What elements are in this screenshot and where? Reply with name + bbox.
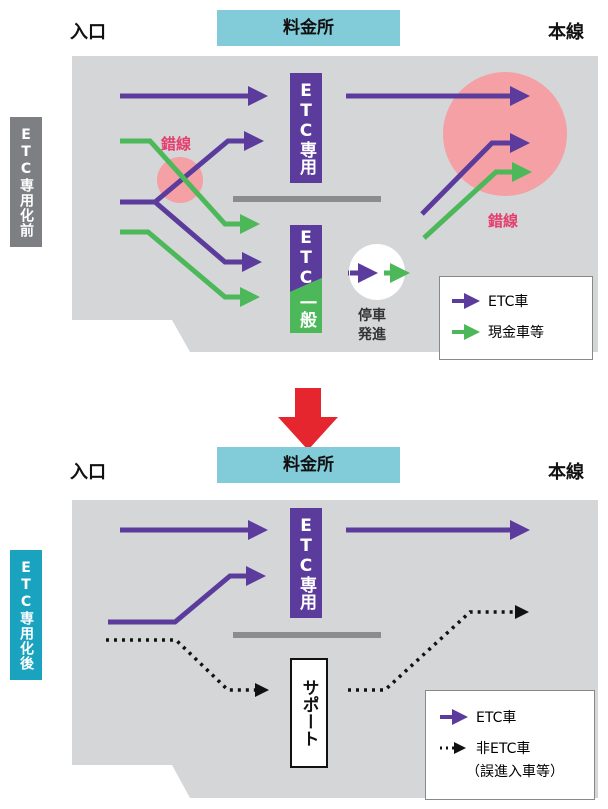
bottom-legend-swatches — [440, 709, 468, 754]
bottom-nonetc-path — [106, 638, 269, 697]
top-legend: ETC車 現金車等 — [439, 276, 593, 360]
top-etc-path-3 — [153, 200, 262, 272]
top-legend-etc: ETC車 — [488, 294, 529, 310]
top-lane-divider — [233, 196, 381, 202]
transition-arrow — [278, 388, 338, 450]
bottom-side-label: ETC専用化後 — [10, 550, 42, 680]
weave-area-right — [443, 72, 567, 196]
start-label: 発進 — [358, 327, 386, 343]
top-cash-exit — [422, 162, 532, 240]
top-legend-cash: 現金車等 — [488, 325, 544, 341]
bottom-legend: ETC車 非ETC車 （誤進入車等） — [425, 690, 595, 800]
top-mainline-label: 本線 — [548, 22, 584, 43]
bottom-mainline-label: 本線 — [548, 462, 584, 483]
top-legend-swatches — [452, 293, 480, 340]
bottom-legend-nonetc-note: （誤進入車等） — [466, 764, 564, 780]
weave-label-left: 錯線 — [161, 135, 192, 153]
mixed-booth-bg-green — [290, 278, 322, 333]
bottom-entrance-label: 入口 — [70, 462, 106, 483]
bottom-lane-divider — [233, 632, 381, 638]
top-cash-path-1 — [120, 138, 260, 234]
top-etc-booth: ETC専用 — [290, 73, 322, 183]
top-cash-path-2 — [120, 229, 260, 307]
bottom-legend-nonetc: 非ETC車 — [476, 741, 531, 757]
top-side-label: ETC専用化前 — [10, 117, 42, 247]
bottom-booth-header: 料金所 — [217, 447, 400, 483]
bottom-nonetc-exit — [348, 605, 529, 692]
bottom-etc-booth: ETC専用 — [290, 508, 322, 618]
top-etc-exit-2 — [420, 133, 530, 216]
top-etc-path-2 — [120, 131, 264, 205]
mixed-booth-bg-purple — [290, 225, 322, 292]
top-entrance-label: 入口 — [70, 22, 106, 43]
mixed-booth-general-label: 一般 — [296, 294, 316, 328]
top-booth-header: 料金所 — [217, 10, 400, 46]
weave-label-right: 錯線 — [488, 212, 519, 230]
bottom-etc-path-2 — [108, 566, 266, 625]
support-booth-label: サポート — [298, 679, 319, 747]
support-booth: サポート — [290, 658, 328, 768]
mixed-booth-etc-label: ETC — [296, 228, 316, 288]
stop-label: 停車 — [358, 308, 386, 324]
bottom-legend-etc: ETC車 — [476, 710, 517, 726]
